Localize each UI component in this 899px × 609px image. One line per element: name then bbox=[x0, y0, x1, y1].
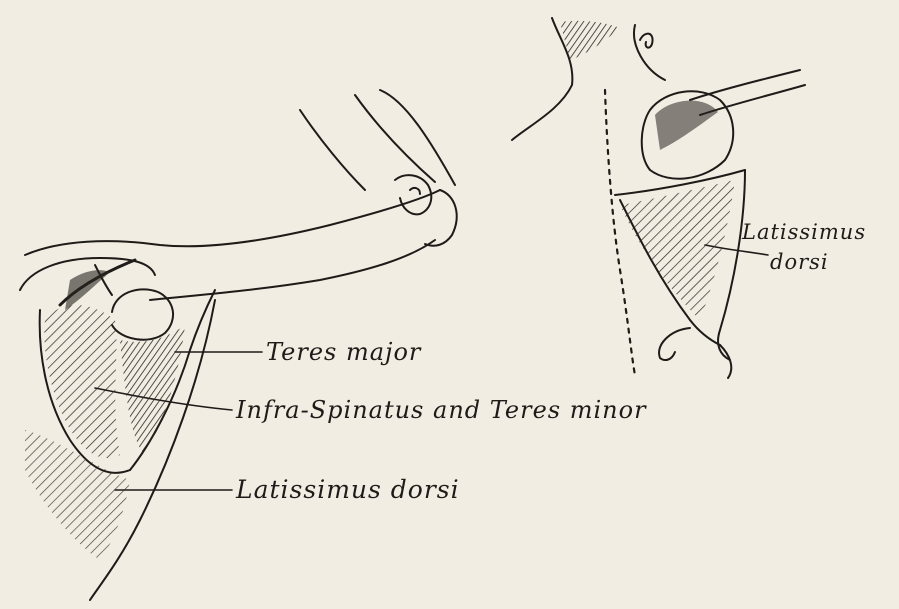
infra-spinatus-label: Infra-Spinatus and Teres minor bbox=[236, 398, 647, 422]
teres-major-label: Teres major bbox=[266, 340, 421, 364]
left-figure-muscle-shading bbox=[25, 270, 185, 560]
latissimus-right-label-line1: Latissimus bbox=[742, 222, 866, 243]
latissimus-dorsi-left-label: Latissimus dorsi bbox=[236, 477, 460, 502]
latissimus-right-label-line2: dorsi bbox=[770, 252, 829, 273]
